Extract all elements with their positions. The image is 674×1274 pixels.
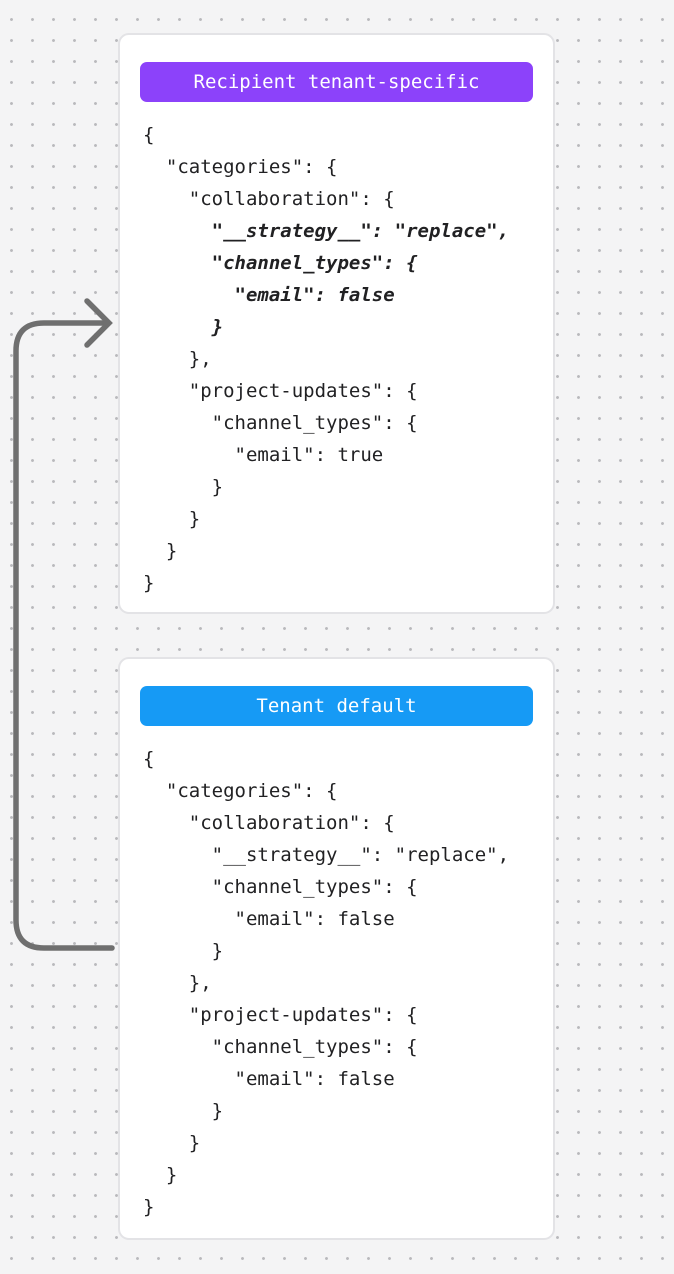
code-line: "categories": { — [143, 156, 338, 178]
code-line: "project-updates": { — [143, 380, 418, 402]
code-line: "channel_types": { — [143, 412, 418, 434]
code-line: "collaboration": { — [143, 812, 395, 834]
code-line: } — [143, 508, 201, 530]
code-line: "channel_types": { — [143, 252, 418, 274]
recipient-tenant-specific-badge: Recipient tenant-specific — [140, 62, 533, 102]
code-line: "project-updates": { — [143, 1004, 418, 1026]
code-line: } — [143, 540, 178, 562]
code-line: }, — [143, 972, 212, 994]
code-line: "collaboration": { — [143, 188, 395, 210]
code-line: }, — [143, 348, 212, 370]
recipient-tenant-specific-card: Recipient tenant-specific { "categories"… — [118, 33, 555, 614]
code-line: "email": false — [143, 284, 395, 306]
code-line: } — [143, 1196, 155, 1218]
code-line: "email": true — [143, 444, 384, 466]
recipient-json-code-block: { "categories": { "collaboration": { "__… — [120, 102, 553, 599]
tenant-default-json-code-block: { "categories": { "collaboration": { "__… — [120, 726, 553, 1223]
code-line: } — [143, 1100, 224, 1122]
code-line: "channel_types": { — [143, 1036, 418, 1058]
tenant-default-card: Tenant default { "categories": { "collab… — [118, 657, 555, 1240]
code-line: "email": false — [143, 1068, 395, 1090]
code-line: } — [143, 940, 224, 962]
code-line: } — [143, 572, 155, 594]
code-line: { — [143, 748, 155, 770]
code-line: "channel_types": { — [143, 876, 418, 898]
code-line: } — [143, 316, 224, 338]
code-line: "__strategy__": "replace", — [143, 220, 510, 242]
tenant-default-badge: Tenant default — [140, 686, 533, 726]
code-line: "__strategy__": "replace", — [143, 844, 510, 866]
arrow-head-icon — [84, 298, 113, 348]
code-line: "email": false — [143, 908, 395, 930]
code-line: } — [143, 476, 224, 498]
code-line: { — [143, 124, 155, 146]
code-line: } — [143, 1132, 201, 1154]
arrow-shaft — [13, 320, 115, 951]
code-line: } — [143, 1164, 178, 1186]
code-line: "categories": { — [143, 780, 338, 802]
